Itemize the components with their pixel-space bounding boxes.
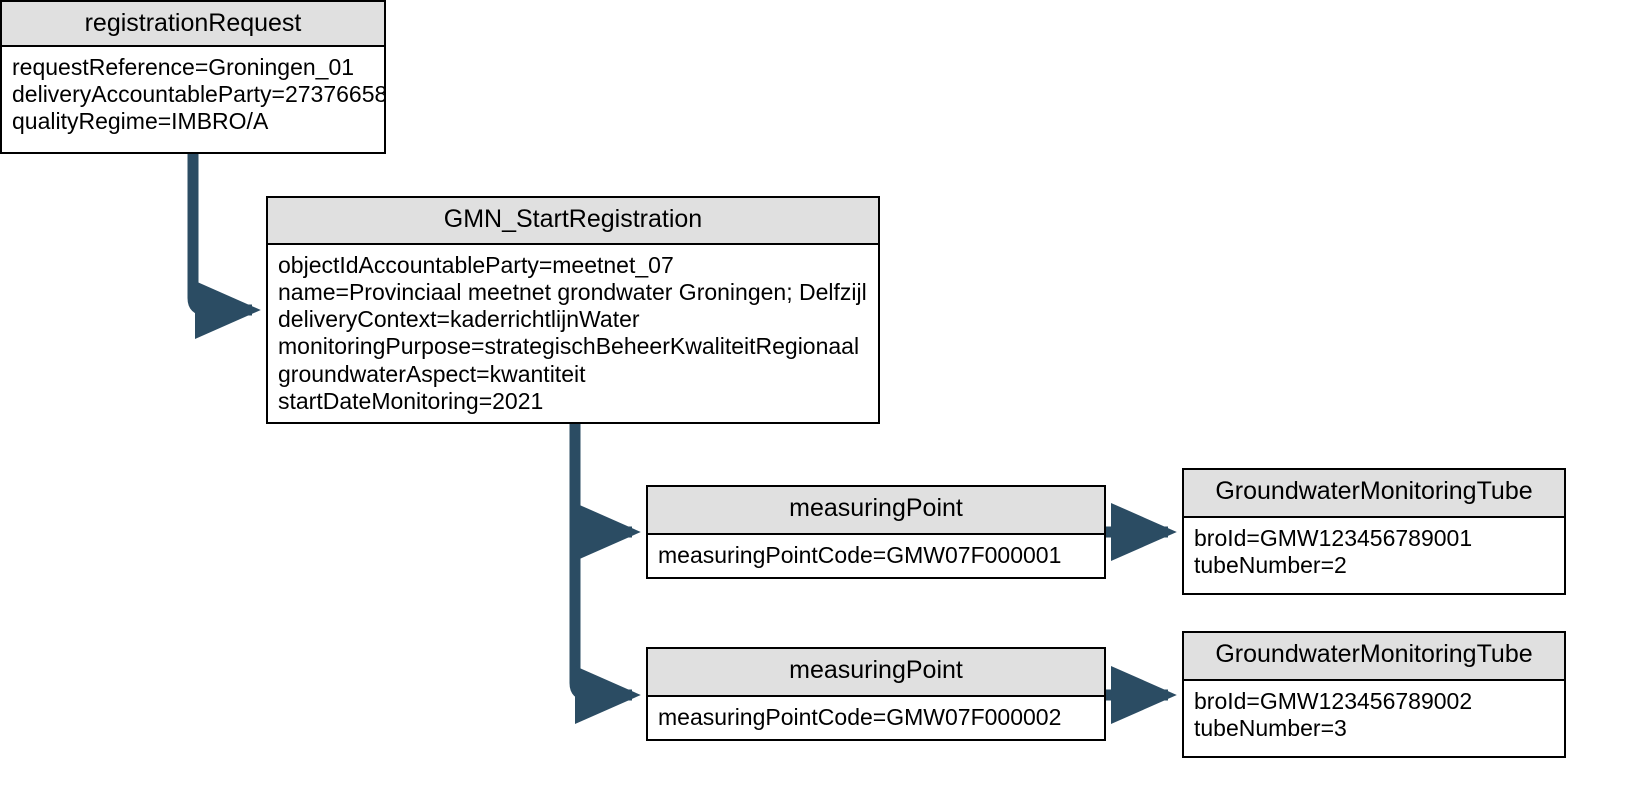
uml-attribute: tubeNumber=2: [1194, 552, 1347, 579]
uml-class-title: GroundwaterMonitoringTube: [1184, 633, 1564, 681]
uml-class-groundwater-monitoring-tube-2[interactable]: GroundwaterMonitoringTube broId=GMW12345…: [1182, 631, 1566, 758]
uml-attribute: deliveryAccountableParty=27376658: [12, 81, 384, 108]
uml-class-measuring-point-2[interactable]: measuringPoint measuringPointCode=GMW07F…: [646, 647, 1106, 741]
uml-attribute-list: objectIdAccountableParty=meetnet_07 name…: [268, 245, 878, 422]
uml-attribute: tubeNumber=3: [1194, 715, 1347, 742]
uml-attribute: groundwaterAspect=kwantiteit: [278, 360, 586, 387]
uml-attribute: name=Provinciaal meetnet grondwater Gron…: [278, 279, 867, 306]
uml-class-gmn-start-registration[interactable]: GMN_StartRegistration objectIdAccountabl…: [266, 196, 880, 424]
uml-attribute: requestReference=Groningen_01: [12, 54, 355, 80]
uml-class-measuring-point-1[interactable]: measuringPoint measuringPointCode=GMW07F…: [646, 485, 1106, 579]
uml-attribute-list: broId=GMW123456789001 tubeNumber=2: [1184, 518, 1564, 586]
uml-class-registration-request[interactable]: registrationRequest requestReference=Gro…: [0, 0, 386, 154]
uml-class-title: GMN_StartRegistration: [268, 198, 878, 245]
uml-class-title: measuringPoint: [648, 487, 1104, 535]
uml-attribute: measuringPointCode=GMW07F000001: [658, 542, 1062, 568]
uml-class-title: GroundwaterMonitoringTube: [1184, 470, 1564, 518]
uml-attribute-list: broId=GMW123456789002 tubeNumber=3: [1184, 681, 1564, 749]
uml-attribute: startDateMonitoring=2021: [278, 387, 544, 414]
uml-attribute: broId=GMW123456789002: [1194, 688, 1473, 714]
uml-class-title: registrationRequest: [2, 2, 384, 47]
connector-registration-request-to-gmn: [187, 154, 261, 340]
uml-class-groundwater-monitoring-tube-1[interactable]: GroundwaterMonitoringTube broId=GMW12345…: [1182, 468, 1566, 595]
uml-attribute-list: measuringPointCode=GMW07F000002: [648, 697, 1104, 738]
connector-gmn-to-measuring-point-1: [569, 424, 641, 562]
connector-gmn-to-measuring-point-2: [569, 424, 641, 725]
uml-attribute: objectIdAccountableParty=meetnet_07: [278, 252, 674, 278]
uml-attribute: monitoringPurpose=strategischBeheerKwali…: [278, 333, 860, 360]
uml-attribute: broId=GMW123456789001: [1194, 525, 1473, 551]
uml-attribute: qualityRegime=IMBRO/A: [12, 108, 269, 135]
uml-attribute: deliveryContext=kaderrichtlijnWater: [278, 306, 640, 333]
uml-attribute-list: measuringPointCode=GMW07F000001: [648, 535, 1104, 576]
uml-attribute-list: requestReference=Groningen_01 deliveryAc…: [2, 47, 384, 142]
uml-attribute: measuringPointCode=GMW07F000002: [658, 704, 1062, 730]
uml-class-title: measuringPoint: [648, 649, 1104, 697]
